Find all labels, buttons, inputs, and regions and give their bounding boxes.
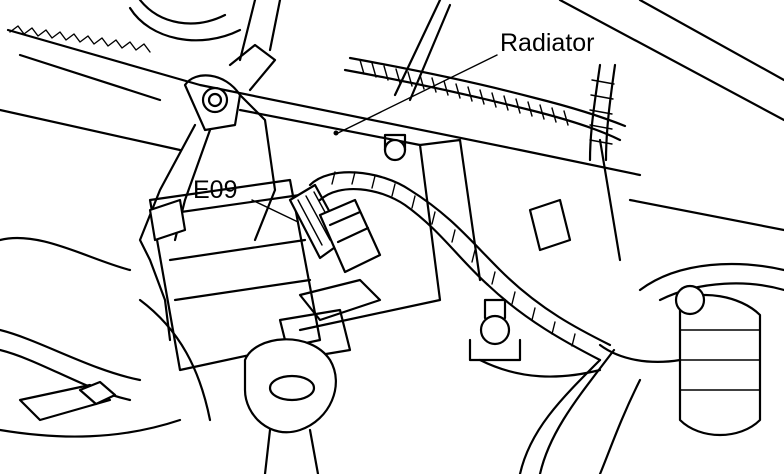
right-components	[478, 138, 784, 474]
upper-hoses	[128, 0, 784, 122]
lower-bolt	[468, 298, 522, 362]
ring-terminal	[243, 338, 337, 474]
radiator-label: Radiator	[500, 29, 595, 57]
e09-connector	[288, 183, 382, 274]
radiator-support	[238, 108, 482, 332]
upper-body-panel	[0, 25, 642, 272]
mounting-bracket	[138, 43, 277, 342]
connector-harness	[308, 171, 682, 474]
leader-lines	[251, 54, 498, 223]
lower-left-hose-clamp	[0, 298, 212, 438]
radiator-harness	[343, 56, 627, 162]
component-housing	[148, 178, 382, 372]
e09-connector-label: E09	[193, 176, 237, 204]
